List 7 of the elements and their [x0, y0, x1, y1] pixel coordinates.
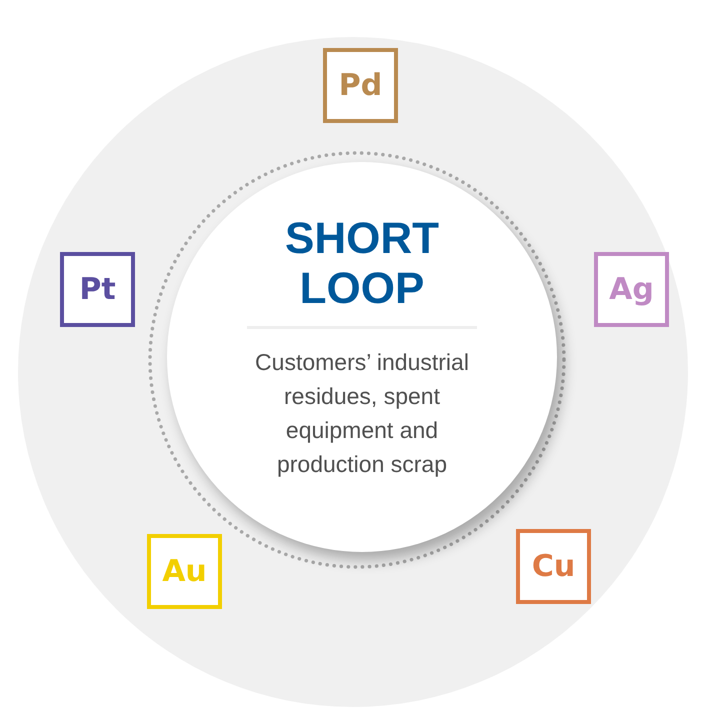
- element-box: Cu: [516, 529, 591, 604]
- element-box: Pt: [60, 252, 135, 327]
- element-box: Au: [147, 534, 222, 609]
- description-text: Customers’ industrial residues, spent equipment and production scrap: [254, 348, 470, 479]
- title-text: SHORT LOOP: [284, 214, 440, 314]
- element-box: Pd: [323, 48, 398, 123]
- element-box: Ag: [594, 252, 669, 327]
